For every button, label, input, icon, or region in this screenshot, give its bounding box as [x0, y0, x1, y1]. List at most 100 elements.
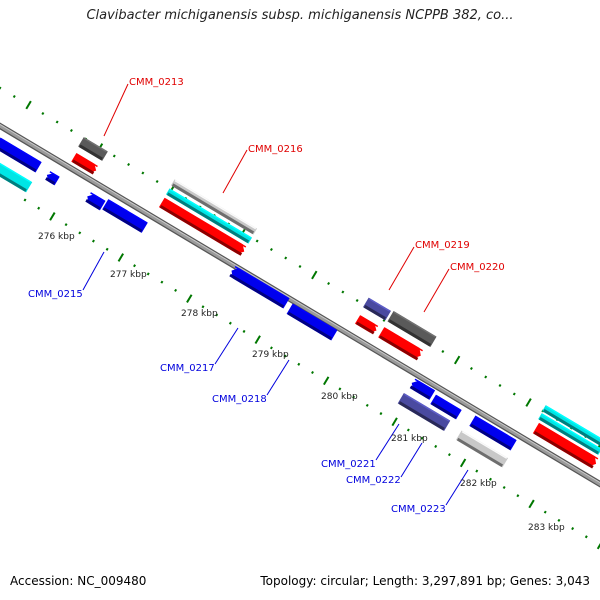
scale-label-282: 282 kbp: [460, 479, 497, 489]
tick-mark: [254, 335, 261, 345]
tick-mark: [155, 179, 159, 184]
scale-labels: 276 kbp 277 kbp 278 kbp 279 kbp 280 kbp …: [38, 232, 565, 533]
gene-cmm-0223[interactable]: [455, 430, 509, 468]
connector-cmm-0221: [375, 423, 400, 461]
gene-cmm-0222[interactable]: [397, 393, 451, 431]
gene-label-cmm-0213[interactable]: CMM_0213: [129, 77, 184, 88]
tick-mark: [0, 86, 2, 90]
gene-label-cmm-0218[interactable]: CMM_0218: [212, 394, 267, 405]
tick-mark: [186, 294, 193, 303]
tick-mark: [434, 444, 438, 448]
gene-label-cmm-0221[interactable]: CMM_0221: [321, 459, 376, 470]
tick-mark: [338, 387, 342, 391]
tick-mark: [127, 162, 131, 167]
tick-mark: [475, 469, 479, 473]
tick-mark: [133, 264, 136, 268]
tick-mark: [91, 239, 95, 243]
gene-cmm-0214[interactable]: [71, 153, 98, 175]
tick-mark: [379, 412, 383, 416]
tick-mark: [453, 355, 461, 365]
tick-mark: [311, 370, 314, 375]
gene-cmm-0221-b[interactable]: [430, 394, 462, 420]
gene-edge-cyan[interactable]: [0, 161, 33, 193]
gene-cmm-0213[interactable]: [78, 137, 108, 161]
genome-backbone: [0, 122, 600, 488]
gene-cmm-0223-a[interactable]: [469, 415, 517, 451]
gene-cmm-0220-gray[interactable]: [387, 311, 437, 347]
tick-mark: [365, 403, 369, 407]
gene-cmm-0215-a[interactable]: [84, 192, 106, 211]
gene-cmm-0217[interactable]: [228, 265, 290, 309]
tick-mark: [112, 154, 116, 158]
tick-mark: [391, 417, 398, 427]
tick-mark: [269, 346, 273, 350]
gene-cmm-0215[interactable]: [102, 199, 148, 233]
tick-mark: [228, 321, 232, 325]
tick-mark: [596, 543, 600, 550]
connector-cmm-0215: [82, 251, 105, 291]
gene-right-cyan-1[interactable]: [542, 405, 600, 447]
tick-mark: [25, 100, 32, 110]
connector-cmm-0216: [222, 149, 248, 194]
tick-mark: [297, 362, 301, 366]
tick-mark: [341, 290, 345, 294]
tick-marks: [0, 86, 600, 550]
tick-mark: [469, 366, 473, 371]
gene-cmm-0216[interactable]: [158, 197, 247, 257]
tick-mark: [55, 120, 59, 124]
tick-mark: [69, 128, 73, 133]
tick-mark: [420, 436, 424, 440]
tick-mark: [557, 518, 561, 522]
label-connectors: [82, 83, 469, 506]
scale-label-277: 277 kbp: [110, 270, 147, 280]
tick-mark: [160, 280, 164, 284]
map-title: Clavibacter michiganensis subsp. michiga…: [86, 8, 514, 23]
tick-mark: [502, 485, 506, 490]
tick-mark: [269, 247, 273, 252]
gene-small-blue[interactable]: [44, 171, 60, 186]
connector-cmm-0219: [388, 246, 415, 291]
gene-label-cmm-0215[interactable]: CMM_0215: [28, 289, 83, 300]
gene-label-cmm-0222[interactable]: CMM_0222: [346, 475, 401, 486]
tick-mark: [174, 288, 178, 292]
tick-mark: [283, 354, 287, 358]
tick-mark: [284, 256, 288, 260]
tick-mark: [525, 398, 532, 407]
gene-edge-blue[interactable]: [0, 137, 42, 173]
connector-cmm-0213: [103, 83, 129, 137]
gene-cmm-0216-cyan[interactable]: [165, 188, 253, 244]
gene-label-cmm-0216[interactable]: CMM_0216: [248, 144, 303, 155]
scale-label-279: 279 kbp: [252, 350, 289, 360]
connector-cmm-0223: [445, 469, 469, 506]
gene-label-cmm-0217[interactable]: CMM_0217: [160, 363, 215, 374]
gene-cmm-0219[interactable]: [363, 297, 391, 321]
gene-right-cyan-2[interactable]: [538, 413, 600, 455]
gene-label-cmm-0223[interactable]: CMM_0223: [391, 504, 446, 515]
scale-label-281: 281 kbp: [391, 434, 428, 444]
tick-mark: [528, 499, 535, 509]
tick-mark: [498, 383, 502, 388]
tick-mark: [215, 313, 219, 317]
connector-cmm-0218: [266, 359, 290, 396]
gene-label-cmm-0219[interactable]: CMM_0219: [415, 240, 470, 251]
gene-right-red[interactable]: [532, 422, 599, 469]
accession-text: Accession: NC_009480: [10, 574, 147, 588]
tick-mark: [78, 231, 82, 235]
connector-cmm-0220: [423, 268, 450, 313]
tick-mark: [37, 206, 41, 210]
tick-mark: [298, 264, 302, 269]
tick-mark: [146, 272, 150, 276]
gene-cmm-0220[interactable]: [378, 327, 424, 361]
scale-label-283: 283 kbp: [528, 523, 565, 533]
tick-mark: [516, 494, 520, 498]
gene-labels: CMM_0213 CMM_0216 CMM_0219 CMM_0220 CMM_…: [28, 77, 505, 515]
tick-mark: [12, 94, 16, 99]
connector-cmm-0222: [400, 442, 423, 478]
gene-cmm-0216-gray[interactable]: [170, 179, 258, 235]
gene-cmm-0221-a[interactable]: [409, 378, 436, 400]
gene-cmm-0219-red[interactable]: [354, 315, 379, 335]
gene-label-cmm-0220[interactable]: CMM_0220: [450, 262, 505, 273]
connector-cmm-0217: [214, 327, 239, 365]
gene-cmm-0218[interactable]: [286, 303, 338, 341]
tick-mark: [512, 392, 516, 396]
